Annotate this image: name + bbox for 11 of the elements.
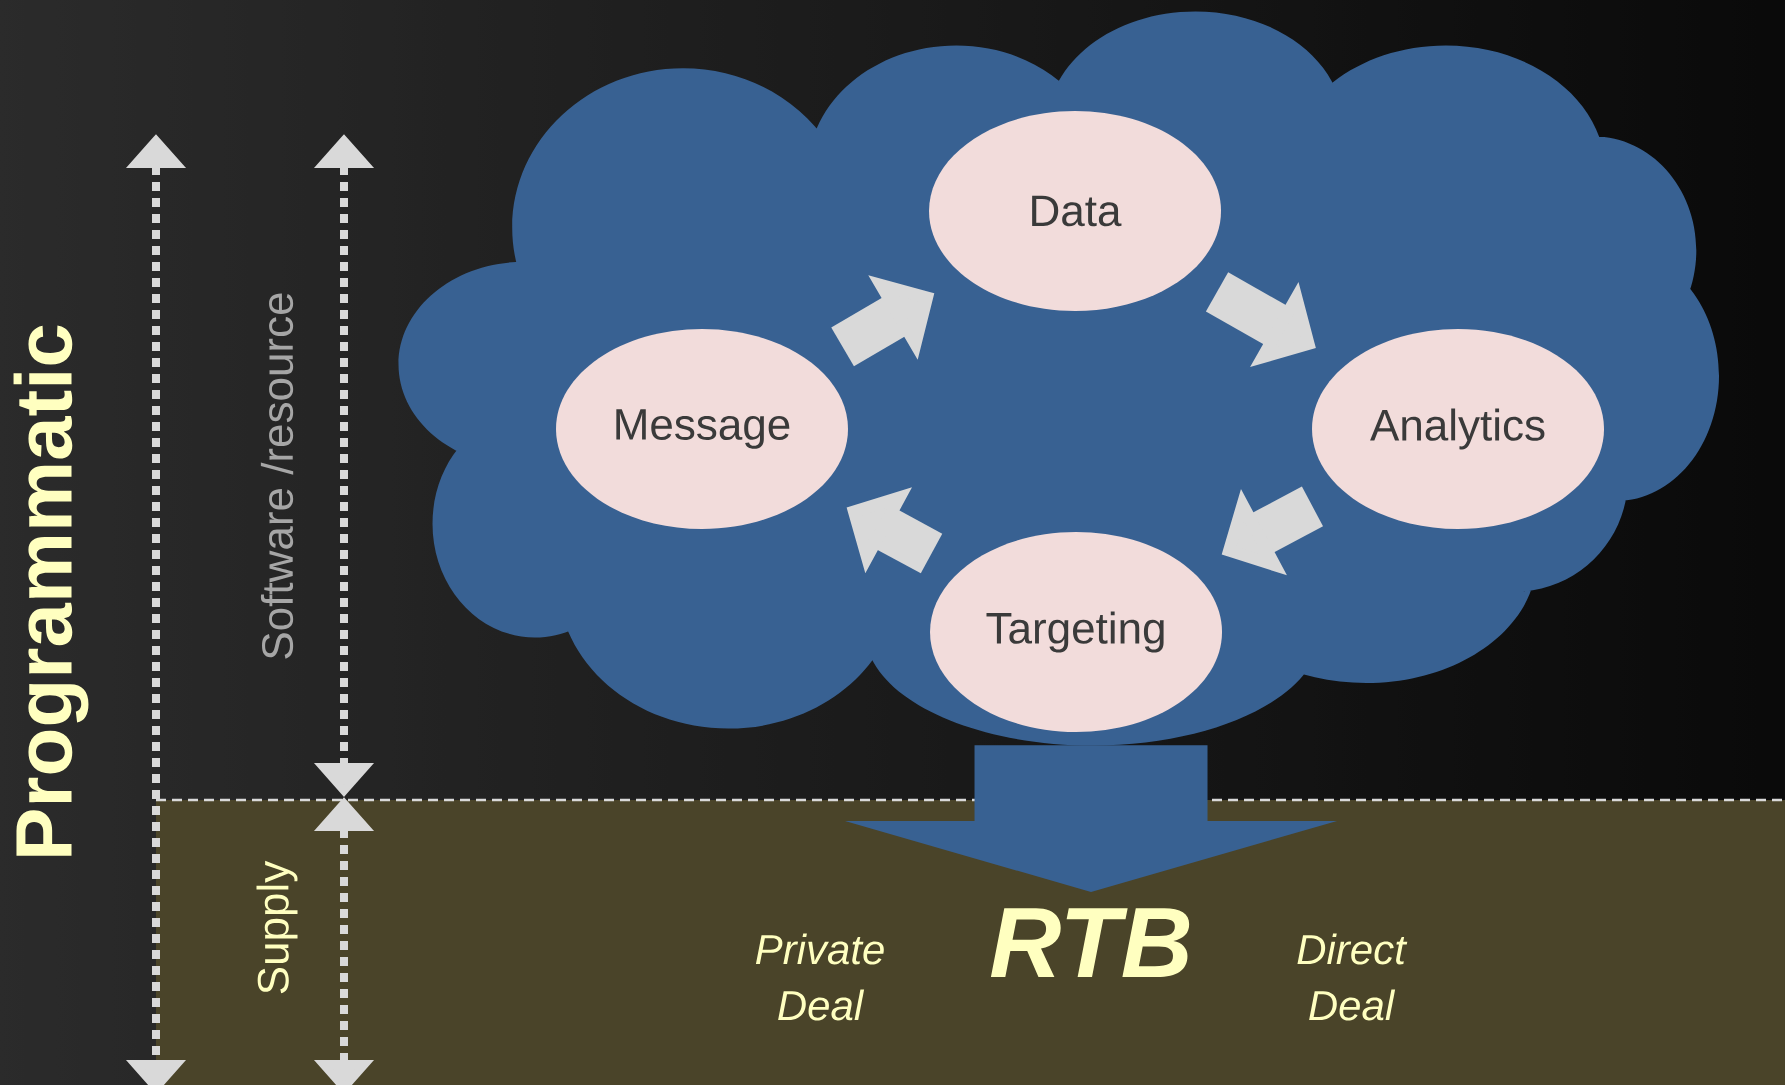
range-label: Supply	[256, 860, 298, 994]
ellipse-node: Data	[929, 111, 1221, 311]
ellipse-node: Targeting	[930, 532, 1222, 732]
ellipse-node: Analytics	[1312, 329, 1604, 529]
deal-label: Direct Deal	[1297, 933, 1408, 1021]
ellipse-node: Message	[556, 329, 848, 529]
range-label: Software /resource	[260, 293, 294, 659]
block-arrow	[845, 745, 1337, 892]
deal-label: Private Deal	[755, 933, 884, 1021]
title-text: RTB	[990, 908, 1190, 977]
side-label: Programmatic	[13, 325, 89, 856]
